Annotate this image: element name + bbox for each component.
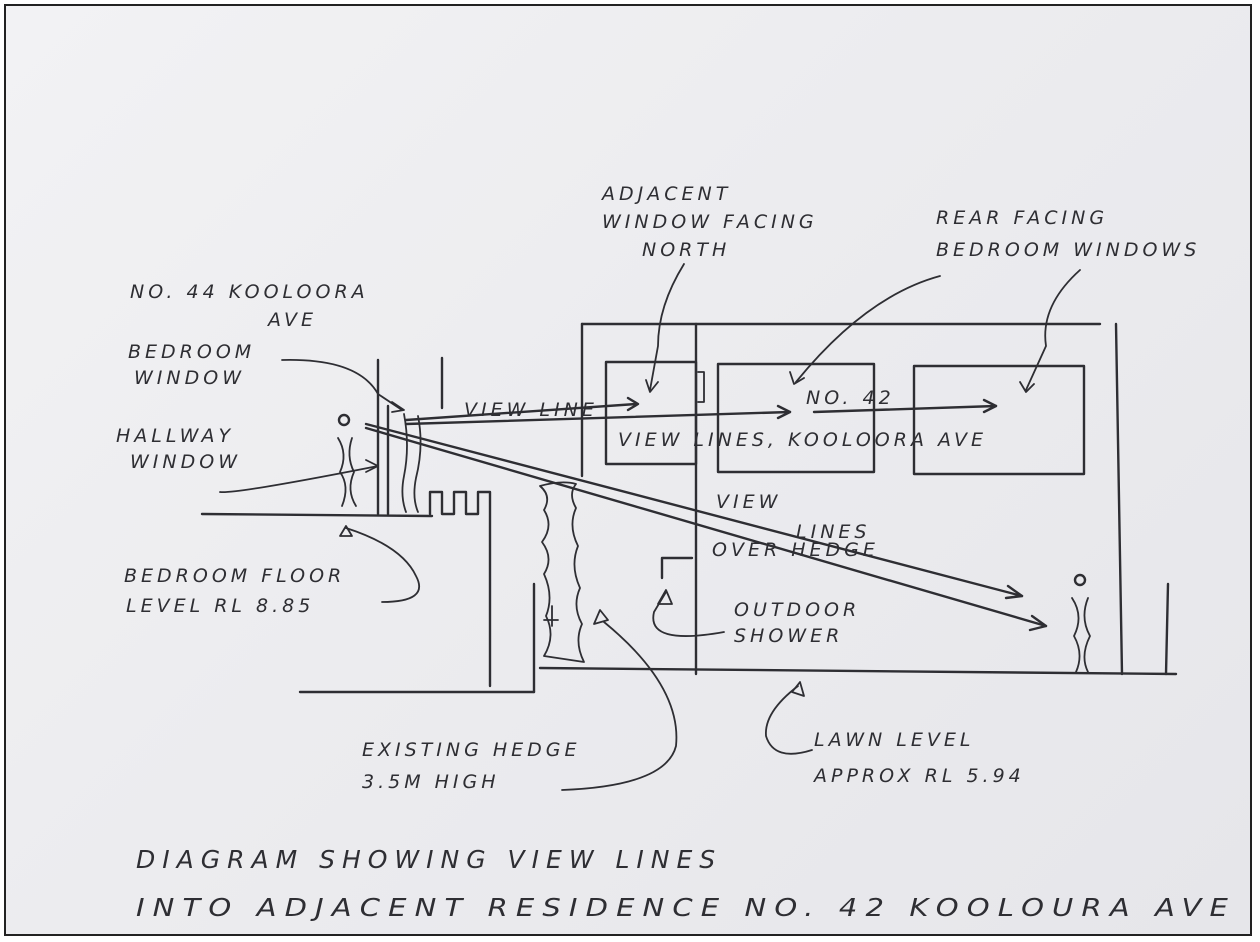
label-view-lines-over-2: LINES (796, 521, 870, 543)
label-bedroom-window-1: BEDROOM (128, 341, 255, 363)
no42-wall-right (1114, 322, 1124, 676)
rear-bedroom-window-2 (912, 364, 1086, 476)
lawn-level-leader (765, 685, 813, 755)
caption-line-1: DIAGRAM SHOWING VIEW LINES (136, 845, 722, 874)
label-adjacent-window-2: WINDOW FACING (602, 211, 818, 233)
adjacent-window-north (604, 360, 698, 466)
person-figure-no42 (1071, 573, 1091, 673)
diagram-caption: DIAGRAM SHOWING VIEW LINES INTO ADJACENT… (136, 845, 1236, 922)
no42-fence-post (1164, 582, 1170, 676)
rear-bedroom-window-1 (716, 362, 876, 474)
view-line-over-hedge-1 (364, 422, 1024, 598)
label-existing-hedge-2: 3.5M HIGH (362, 771, 500, 793)
view-line-to-adjacent-window (404, 402, 638, 422)
label-no42: NO. 42 (806, 387, 895, 409)
view-line-to-window-2 (812, 404, 998, 414)
no42-building (538, 322, 1178, 676)
bedroom-floor-line (200, 512, 434, 518)
handwritten-labels: NO. 44 KOOLOORA AVE BEDROOM WINDOW HALLW… (116, 183, 1200, 793)
label-rear-facing-2: BEDROOM WINDOWS (936, 239, 1200, 261)
rear-window-leader-1 (795, 275, 941, 383)
label-view-lines-over-1: VIEW (716, 491, 781, 513)
caption-line-2: INTO ADJACENT RESIDENCE NO. 42 KOOLOURA … (136, 893, 1236, 922)
outdoor-shower-head (660, 556, 694, 580)
label-bedroom-window-2: WINDOW (134, 367, 245, 389)
label-adjacent-window-1: ADJACENT (600, 183, 731, 205)
label-no44-line1: NO. 44 KOOLOORA (130, 281, 369, 303)
label-no44-line2: AVE (266, 309, 317, 331)
no44-balustrade (428, 490, 492, 688)
bedroom-window-glass (401, 413, 422, 513)
view-lines (364, 396, 1048, 632)
lawn-level-line (538, 666, 1178, 676)
person-figure-no44 (337, 413, 357, 507)
label-hallway-window-1: HALLWAY (116, 425, 234, 447)
bedroom-floor-leader (345, 527, 421, 603)
outdoor-shower-leader (652, 591, 725, 637)
label-bedroom-floor-2: LEVEL RL 8.85 (126, 595, 314, 617)
label-view-line: VIEW LINE (464, 399, 598, 421)
label-view-lines-over-3: OVER HEDGE (712, 539, 879, 561)
label-outdoor-shower-1: OUTDOOR (734, 599, 860, 621)
adjacent-window-leader (649, 263, 685, 391)
label-outdoor-shower-2: SHOWER (734, 625, 843, 647)
label-view-lines-kooloora: VIEW LINES, KOOLOORA AVE (618, 429, 987, 451)
rear-window-leader-2 (1025, 269, 1081, 391)
hedge-leader (561, 621, 678, 791)
bedroom-window-leader (281, 359, 403, 411)
view-line-over-hedge-2 (364, 426, 1048, 628)
label-bedroom-floor-1: BEDROOM FLOOR (124, 565, 345, 587)
label-existing-hedge-1: EXISTING HEDGE (362, 739, 581, 761)
hallway-window-leader (219, 465, 379, 494)
label-lawn-level-2: APPROX RL 5.94 (812, 765, 1025, 787)
label-lawn-level-1: LAWN LEVEL (814, 729, 974, 751)
no44-building (200, 356, 536, 694)
existing-hedge (539, 481, 585, 663)
leader-arrows (219, 263, 1081, 791)
label-hallway-window-2: WINDOW (130, 451, 241, 473)
sketch-sheet: NO. 44 KOOLOORA AVE BEDROOM WINDOW HALLW… (4, 4, 1252, 936)
label-adjacent-window-3: NORTH (642, 239, 730, 261)
view-line-to-window-1 (404, 410, 792, 426)
hand-sketch-diagram: NO. 44 KOOLOORA AVE BEDROOM WINDOW HALLW… (116, 183, 1236, 922)
label-rear-facing-1: REAR FACING (936, 207, 1108, 229)
